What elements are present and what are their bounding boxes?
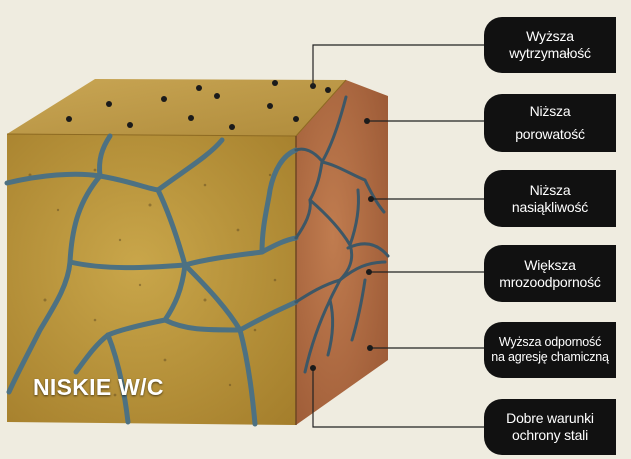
label-chemical-resistance: Wyższa odporność na agresję chamiczną: [484, 322, 616, 378]
cube-title: NISKIE W/C: [33, 374, 164, 401]
label-higher-strength: Wyższa wytrzymałość: [484, 17, 616, 73]
connector-1: [313, 45, 484, 86]
label-line2: ochrony stali: [512, 427, 588, 444]
label-line1: Wyższa: [526, 28, 574, 45]
label-line1: Wyższa odporność: [499, 335, 601, 350]
label-line2: porowatość: [515, 126, 585, 143]
label-lower-absorbability: Niższa nasiąkliwość: [484, 170, 616, 227]
label-lower-porosity: Niższa porowatość: [484, 94, 616, 152]
cube-side-face: [296, 80, 388, 425]
label-line1: Większa: [524, 257, 576, 274]
label-line1: Niższa: [530, 182, 571, 199]
label-steel-protection: Dobre warunki ochrony stali: [484, 399, 616, 455]
label-line2: wytrzymałość: [509, 45, 591, 62]
label-line1: Dobre warunki: [506, 410, 594, 427]
label-line1: Niższa: [530, 103, 571, 120]
cube-top-face: [7, 79, 346, 136]
label-line2: mrozoodporność: [499, 274, 600, 291]
label-line2: nasiąkliwość: [512, 199, 588, 216]
label-line2: na agresję chamiczną: [491, 350, 609, 365]
label-higher-frost-resistance: Większa mrozoodporność: [484, 245, 616, 302]
